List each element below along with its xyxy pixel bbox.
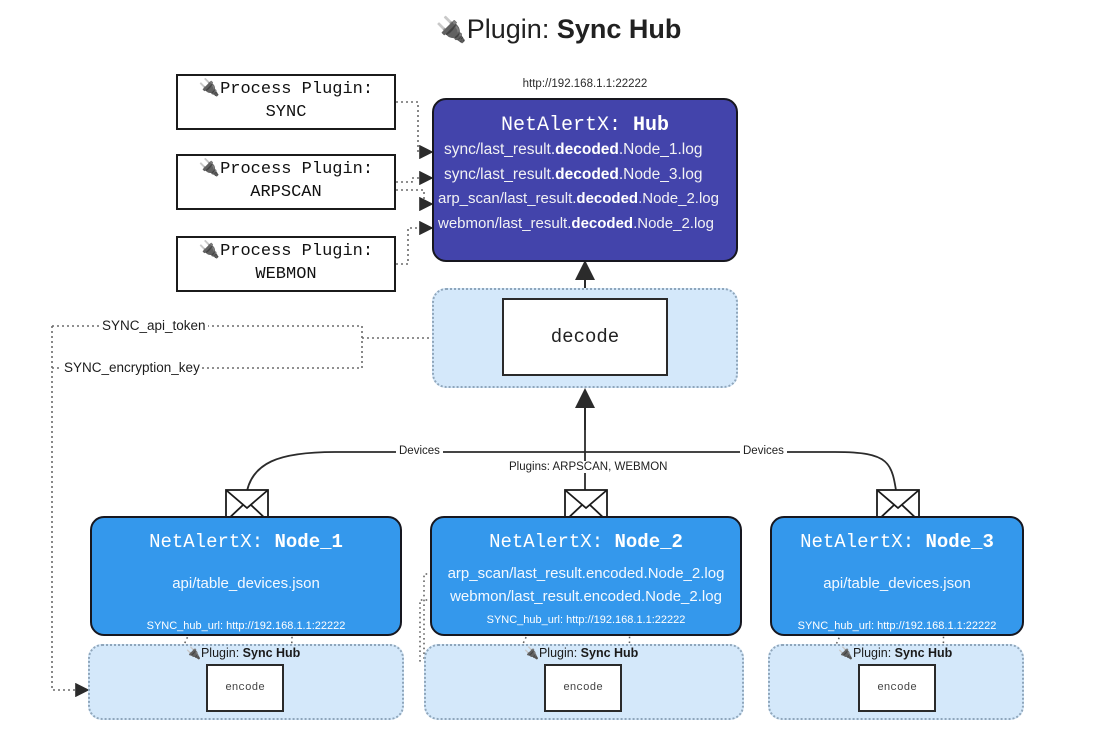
encode-plugin-label-3: 🔌Plugin: Sync Hub [838,646,953,660]
encode-box-node-3[interactable]: encode [858,664,936,712]
encode-plugin-label-1: 🔌Plugin: Sync Hub [186,646,301,660]
encode-box-node-1[interactable]: encode [206,664,284,712]
process-plugin-name: ARPSCAN [250,183,322,202]
node-hub-url: SYNC_hub_url: http://192.168.1.1:22222 [797,620,997,632]
sync-api-token-label: SYNC_api_token [100,318,208,333]
edge-label-devices-right: Devices [740,445,787,457]
hub-title: NetAlertX: Hub [434,114,736,137]
node-data-line: api/table_devices.json [823,575,971,592]
node-title-name: Node_3 [925,531,994,553]
process-plugin-name: SYNC [265,103,307,122]
node-data-line: arp_scan/last_result.encoded.Node_2.log [447,565,725,582]
node-data-line: api/table_devices.json [172,575,320,592]
node-title-name: Node_1 [274,531,343,553]
page-title: 🔌Plugin: Sync Hub [0,14,1117,45]
node-2-box[interactable]: NetAlertX: Node_2 arp_scan/last_result.e… [430,516,742,636]
node-hub-url: SYNC_hub_url: http://192.168.1.1:22222 [486,614,686,626]
hub-url-label: http://192.168.1.1:22222 [522,78,648,90]
edge-label-plugins: Plugins: ARPSCAN, WEBMON [506,461,671,473]
process-plugin-name: WEBMON [255,265,317,284]
electric-plug-icon: 🔌 [198,80,221,100]
node-title-name: Node_2 [614,531,683,553]
process-plugin-arpscan-box[interactable]: 🔌Process Plugin: ARPSCAN [176,154,396,210]
hub-log-line: sync/last_result.decoded.Node_3.log [444,166,703,184]
page-title-name: Sync Hub [556,14,682,44]
node-data-line: webmon/last_result.encoded.Node_2.log [450,588,722,605]
process-plugin-label: Process Plugin: [220,242,374,262]
hub-node-box[interactable]: NetAlertX: Hub sync/last_result.decoded.… [432,98,738,262]
electric-plug-icon: 🔌 [838,646,853,660]
process-plugin-label: Process Plugin: [220,80,374,100]
encode-box-node-2[interactable]: encode [544,664,622,712]
page-title-prefix: Plugin: [466,14,557,44]
node-title: NetAlertX: Node_1 [149,531,343,553]
process-plugin-webmon-box[interactable]: 🔌Process Plugin: WEBMON [176,236,396,292]
electric-plug-icon: 🔌 [186,646,201,660]
hub-log-line: webmon/last_result.decoded.Node_2.log [438,214,714,232]
hub-log-line: arp_scan/last_result.decoded.Node_2.log [438,190,719,208]
node-hub-url: SYNC_hub_url: http://192.168.1.1:22222 [146,620,346,632]
node-1-box[interactable]: NetAlertX: Node_1 api/table_devices.json… [90,516,402,636]
hub-log-line: sync/last_result.decoded.Node_1.log [444,141,703,158]
process-plugin-label: Process Plugin: [220,160,374,180]
decode-box[interactable]: decode [502,298,668,376]
edge-label-devices-left: Devices [396,445,443,457]
node-title: NetAlertX: Node_3 [800,531,994,553]
encode-plugin-label-2: 🔌Plugin: Sync Hub [524,646,639,660]
node-3-box[interactable]: NetAlertX: Node_3 api/table_devices.json… [770,516,1024,636]
electric-plug-icon: 🔌 [198,160,221,180]
electric-plug-icon: 🔌 [524,646,539,660]
process-plugin-sync-box[interactable]: 🔌Process Plugin: SYNC [176,74,396,130]
hub-title-name: Hub [633,114,670,137]
electric-plug-icon: 🔌 [198,242,221,262]
node-title: NetAlertX: Node_2 [489,531,683,553]
hub-title-prefix: NetAlertX: [500,114,633,137]
electric-plug-icon: 🔌 [435,16,467,44]
sync-encryption-key-label: SYNC_encryption_key [62,360,202,375]
